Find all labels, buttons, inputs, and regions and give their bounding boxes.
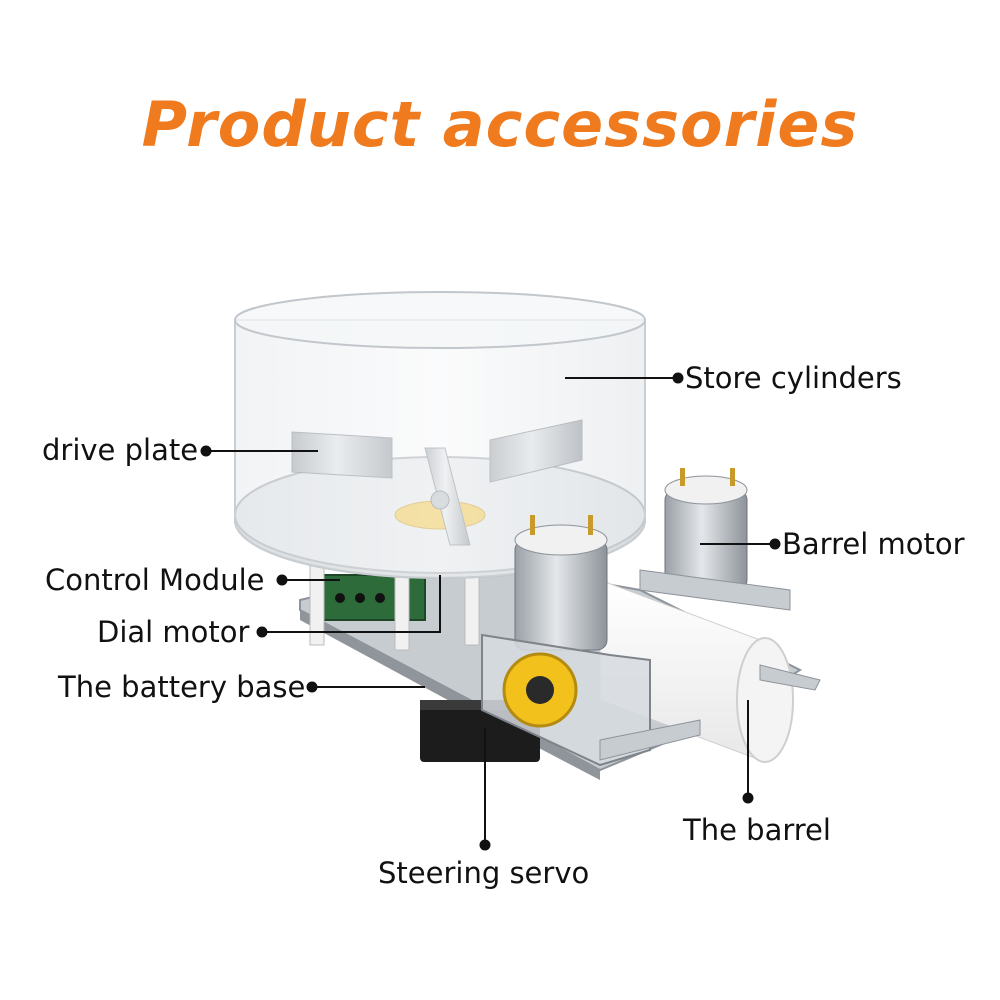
page-title: Product accessories [141, 88, 859, 161]
label-dial-motor: Dial motor [97, 615, 250, 649]
label-drive-plate: drive plate [42, 433, 199, 467]
label-barrel: The barrel [683, 813, 831, 847]
label-control-module: Control Module [45, 563, 265, 597]
gearbox-bracket [481, 633, 701, 767]
barrel-motor-front [514, 515, 608, 651]
store-cylinder-part [234, 291, 646, 579]
standoffs [309, 564, 480, 651]
label-battery-base: The battery base [58, 670, 306, 704]
label-steering-servo: Steering servo [378, 856, 590, 890]
label-barrel-motor: Barrel motor [782, 527, 965, 561]
label-store-cylinders: Store cylinders [685, 361, 902, 395]
barrel-motor-rear [639, 468, 791, 611]
callout-lines [200, 372, 781, 851]
